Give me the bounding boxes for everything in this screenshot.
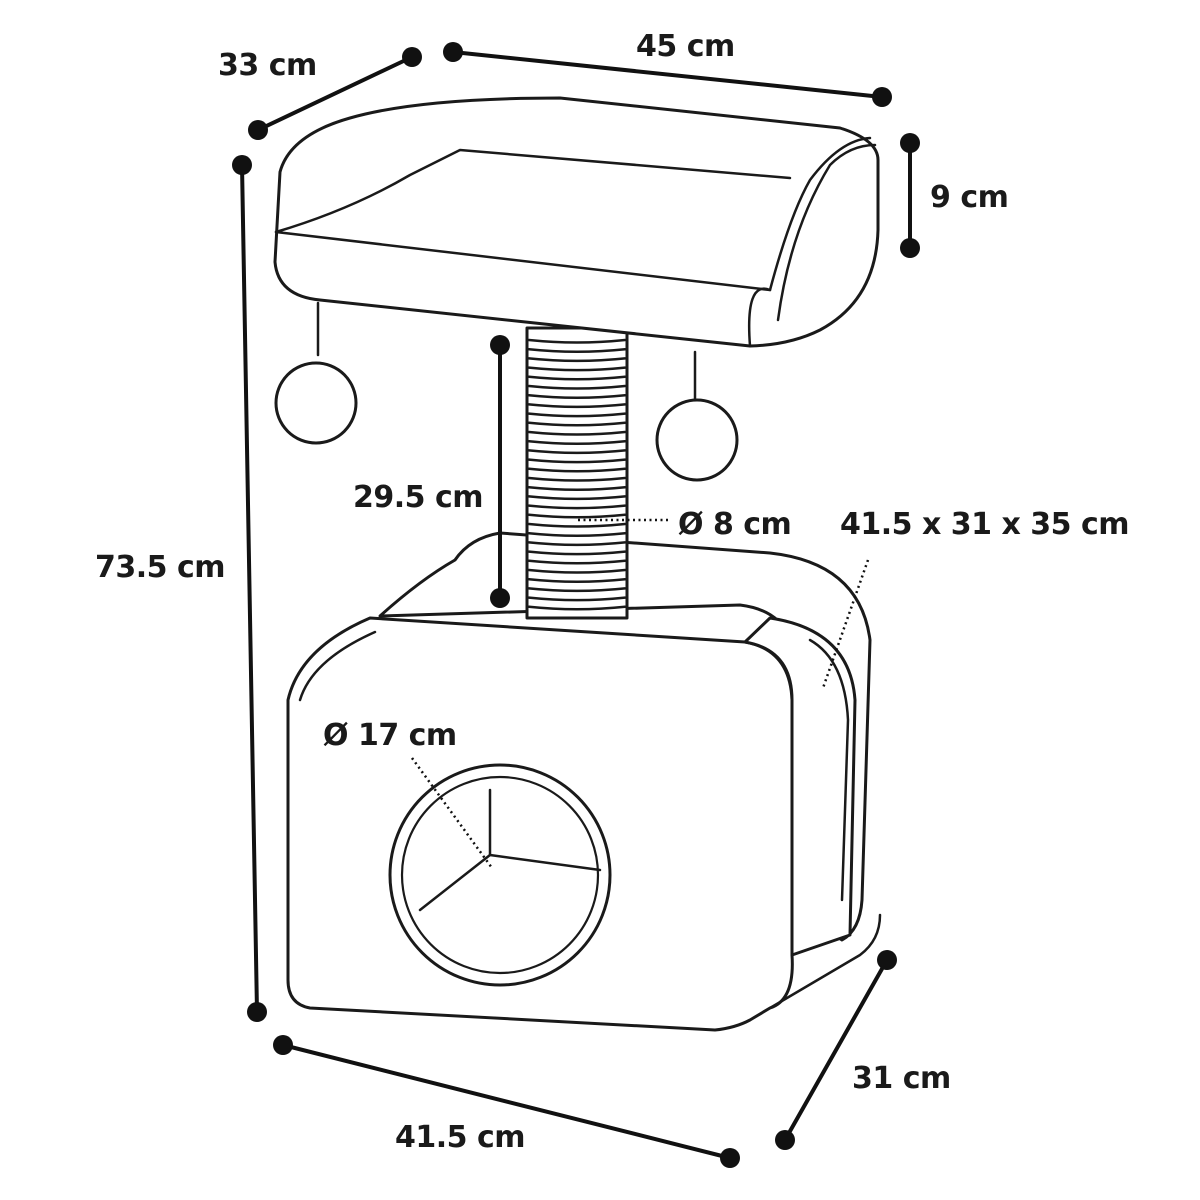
rope-ring <box>527 513 627 519</box>
rope-ring <box>527 357 627 363</box>
label-base-depth: 31 cm <box>852 1061 951 1096</box>
rope-ring <box>527 605 627 611</box>
rope-ring <box>527 476 627 482</box>
base-depth-line <box>783 958 889 1142</box>
label-top-height: 9 cm <box>930 180 1008 215</box>
base-right-face <box>743 616 857 957</box>
total-height-line <box>240 163 259 1014</box>
platform-top-edge <box>274 136 872 292</box>
dimension-labels: 33 cm 45 cm 9 cm 73.5 cm 29.5 cm Ø 8 cm … <box>95 29 1129 1155</box>
rope-ring <box>527 504 627 510</box>
rope-ring <box>527 430 627 436</box>
interior-side-edge <box>418 853 492 912</box>
top-width-line <box>451 50 884 99</box>
base-dimensions-leader <box>821 559 870 689</box>
rope-ring <box>527 522 627 528</box>
rope-ring <box>527 347 627 353</box>
rope-ring <box>527 568 627 574</box>
hole-diameter-leader <box>410 757 494 869</box>
label-top-width: 45 cm <box>636 29 735 64</box>
label-base-width: 41.5 cm <box>395 1120 525 1155</box>
dimension-lines <box>232 42 920 1168</box>
rope-ring <box>527 485 627 491</box>
base-house <box>286 531 882 1032</box>
rope-ring <box>527 541 627 547</box>
label-total-height: 73.5 cm <box>95 550 225 585</box>
label-base-dimensions: 41.5 x 31 x 35 cm <box>840 507 1129 542</box>
rope-ring <box>527 393 627 399</box>
interior-floor-edge <box>488 853 602 872</box>
right-ball <box>655 398 739 482</box>
rope-ring <box>527 559 627 565</box>
post-body <box>525 326 629 620</box>
rope-ring <box>527 596 627 602</box>
rope-ring <box>527 384 627 390</box>
entrance-hole <box>388 763 612 987</box>
rope-ring <box>527 366 627 372</box>
rope-ring <box>527 577 627 583</box>
rope-ring <box>527 587 627 593</box>
label-hole-diameter: Ø 17 cm <box>323 718 457 753</box>
rope-ring <box>527 439 627 445</box>
platform-back <box>273 96 880 348</box>
base-bottom-right-edge <box>768 913 882 1010</box>
post-rope-rings <box>527 338 627 611</box>
rope-ring <box>527 449 627 455</box>
rope-ring <box>527 421 627 427</box>
rope-ring <box>527 412 627 418</box>
rope-ring <box>527 531 627 537</box>
top-platform <box>273 96 880 348</box>
rope-ring <box>527 458 627 464</box>
hanging-toys <box>274 301 739 482</box>
platform-front-edge <box>274 148 792 234</box>
base-width-line <box>281 1043 732 1160</box>
label-top-depth: 33 cm <box>218 48 317 83</box>
base-front-rim <box>298 630 377 702</box>
base-right-inner <box>808 638 850 902</box>
platform-side-inner <box>776 143 877 322</box>
label-post-diameter: Ø 8 cm <box>678 507 791 542</box>
scratching-post <box>525 326 629 620</box>
rope-ring <box>527 375 627 381</box>
rope-ring <box>527 550 627 556</box>
left-ball <box>274 361 358 445</box>
rope-ring <box>527 338 627 344</box>
rope-ring <box>527 467 627 473</box>
top-depth-line <box>256 55 414 132</box>
entrance-hole-inner <box>400 775 600 975</box>
label-post-height: 29.5 cm <box>353 480 483 515</box>
rope-ring <box>527 403 627 409</box>
platform-side-curve <box>747 287 772 348</box>
rope-ring <box>527 495 627 501</box>
